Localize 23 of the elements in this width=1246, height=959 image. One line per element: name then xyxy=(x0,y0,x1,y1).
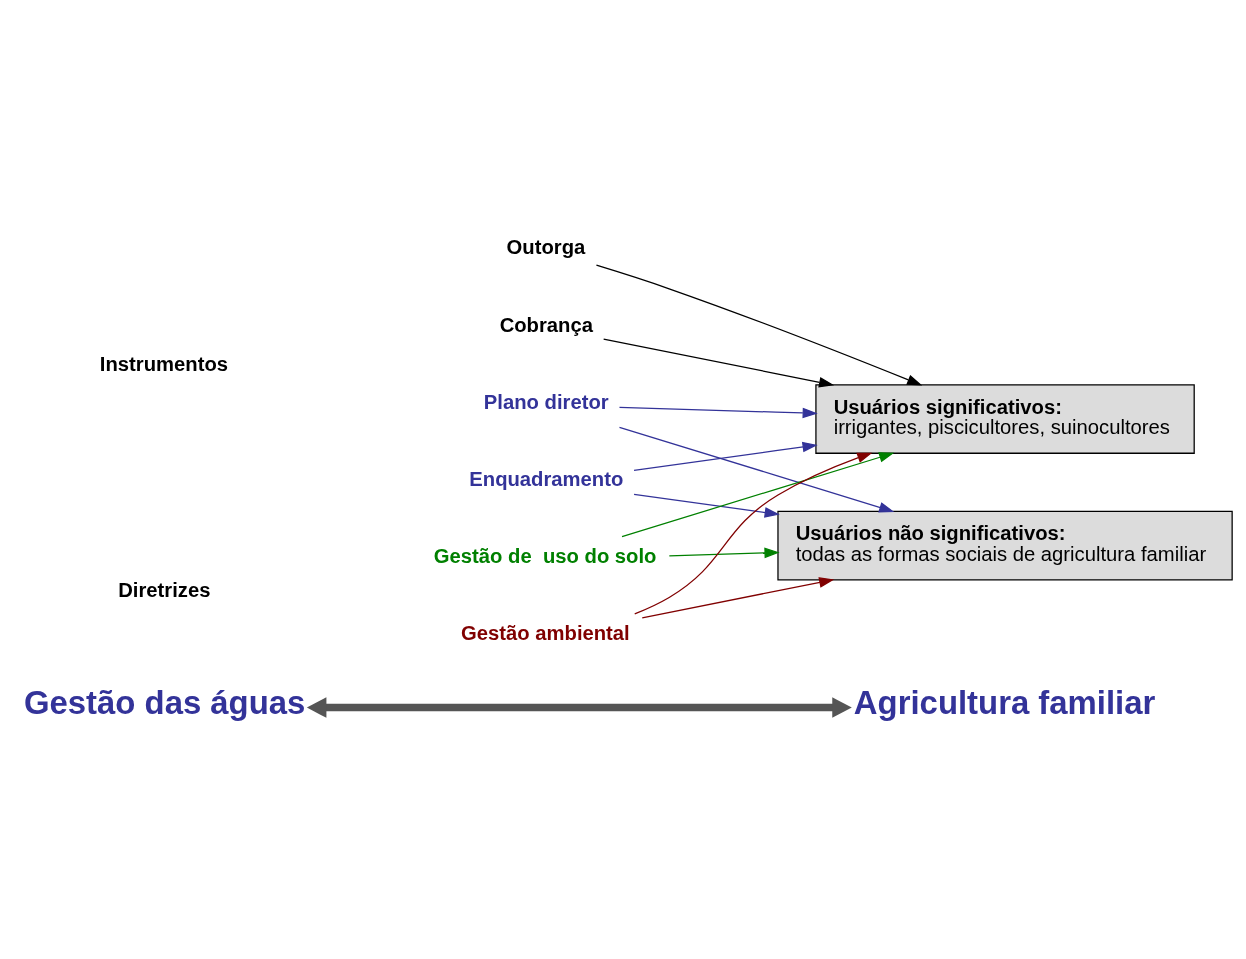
node-text: Agricultura familiar xyxy=(853,684,1156,722)
arrow xyxy=(668,547,780,559)
arrow xyxy=(618,426,895,513)
arrow xyxy=(633,493,780,518)
node-text: Outorga xyxy=(506,236,586,259)
arrow xyxy=(621,452,895,538)
node-text: Cobrança xyxy=(499,313,593,336)
node-text: Gestão de uso do solo xyxy=(433,545,657,568)
arrow xyxy=(618,406,818,419)
arrow xyxy=(633,441,818,471)
node-box: Usuários não significativos: todas as formas sociais de agricultura familiar xyxy=(777,510,1233,581)
node-text: Enquadramento xyxy=(469,467,624,490)
arrow xyxy=(595,264,923,386)
node-text: Diretrizes xyxy=(118,579,211,602)
arrow xyxy=(603,338,835,388)
arrow xyxy=(634,452,873,615)
arrow xyxy=(306,697,852,718)
node-text: Instrumentos xyxy=(99,352,229,375)
node-text: Gestão das águas xyxy=(23,684,306,722)
node-box: Usuários significativos: irrigantes, piscicultores, suinocultores xyxy=(815,384,1195,454)
node-text: Plano diretor xyxy=(483,390,609,413)
arrow xyxy=(641,577,835,619)
node-text: Gestão ambiental xyxy=(461,622,630,645)
